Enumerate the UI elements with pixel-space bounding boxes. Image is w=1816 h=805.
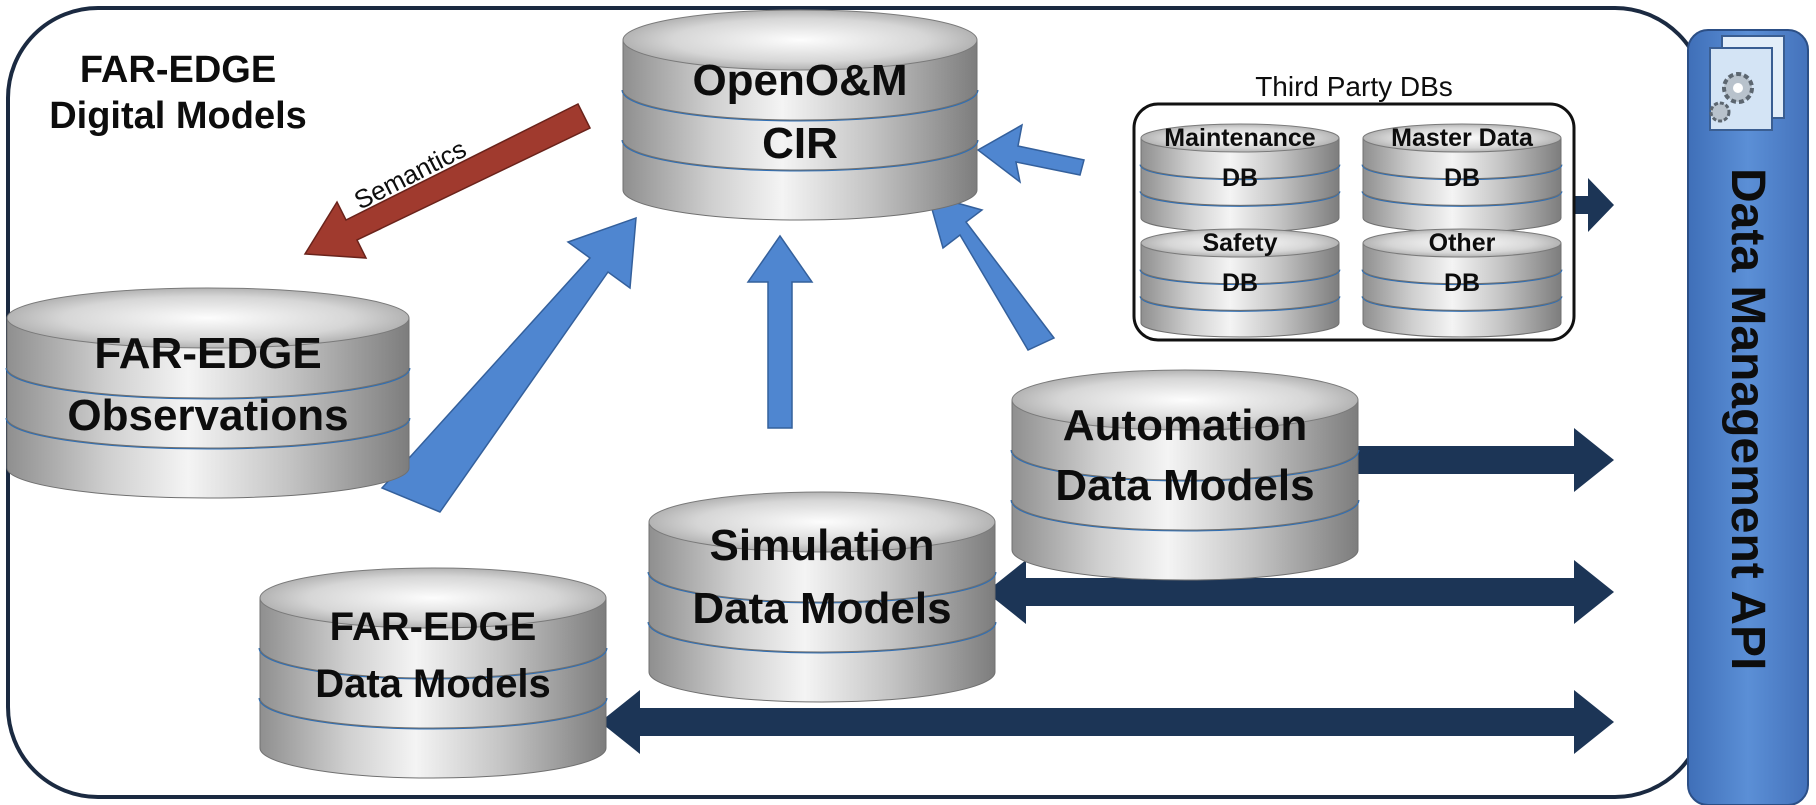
- simulation-db-line1: Simulation: [710, 521, 935, 570]
- arrow-simulation-to-cir: [746, 234, 814, 429]
- data-management-api-bar[interactable]: Data Management API: [1687, 29, 1809, 805]
- third-party-db-1-line1: Maintenance: [1164, 124, 1316, 152]
- data-models-db-line2: Data Models: [315, 662, 551, 706]
- third-party-db-2-line1: Master Data: [1391, 124, 1534, 152]
- third-party-db-4-line1: Other: [1429, 229, 1496, 257]
- cir-db: OpenO&M CIR: [621, 9, 979, 221]
- observations-db-line1: FAR-EDGE: [94, 329, 321, 378]
- simulation-db-line2: Data Models: [692, 584, 951, 633]
- third-party-db-2-line2: DB: [1444, 164, 1480, 192]
- third-party-db-3-line2: DB: [1222, 269, 1258, 297]
- frame-title-line2: Digital Models: [49, 95, 307, 137]
- third-party-db-1-line2: DB: [1222, 164, 1258, 192]
- cir-db-line2: CIR: [762, 119, 838, 168]
- frame-title-line1: FAR-EDGE: [80, 49, 276, 91]
- third-party-db-3-line1: Safety: [1202, 229, 1277, 257]
- arrow-observations-to-cir: [380, 216, 637, 513]
- double-arrow-automation-api: [1318, 428, 1614, 492]
- data-models-db-line1: FAR-EDGE: [330, 605, 537, 649]
- data-models-db: FAR-EDGE Data Models: [258, 567, 608, 779]
- double-arrow-simulation-api: [986, 560, 1614, 624]
- third-party-db-4-line2: DB: [1444, 269, 1480, 297]
- observations-db: FAR-EDGE Observations: [5, 287, 411, 499]
- third-party-title: Third Party DBs: [1255, 71, 1453, 102]
- cir-db-line1: OpenO&M: [692, 56, 907, 105]
- automation-db-line1: Automation: [1063, 401, 1307, 450]
- api-bar-label: Data Management API: [1721, 168, 1774, 670]
- observations-db-line2: Observations: [67, 391, 348, 440]
- double-arrow-datamodels-api: [600, 690, 1614, 754]
- gear-document-icon: [1709, 35, 1785, 131]
- automation-db-line2: Data Models: [1055, 461, 1314, 510]
- arrow-thirdparty-to-cir: [976, 123, 1085, 184]
